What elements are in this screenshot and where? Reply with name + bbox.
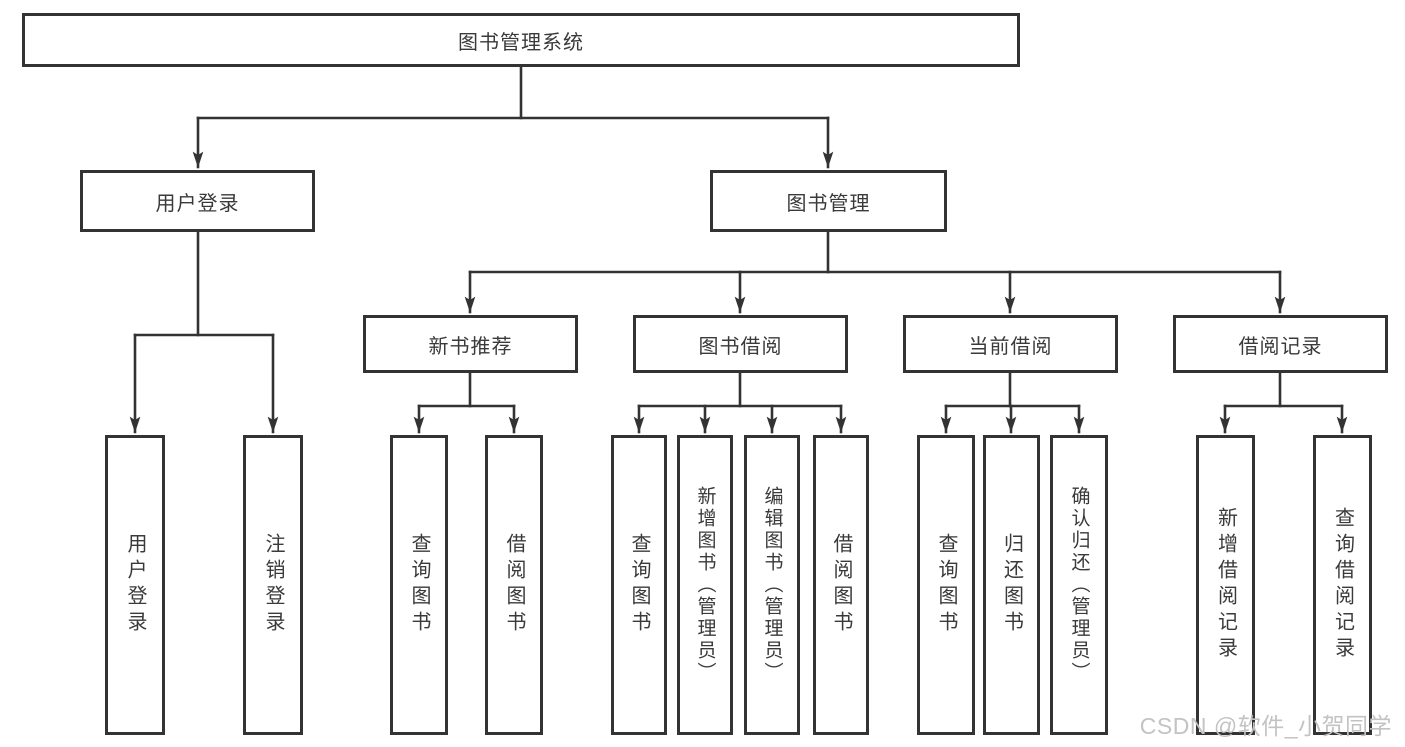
node-leaf-query-books-current: 查询图书: [917, 435, 975, 735]
node-library-management-system: 图书管理系统: [22, 13, 1020, 67]
node-leaf-logout: 注销登录: [243, 435, 303, 735]
node-new-book-recommend: 新书推荐: [363, 315, 578, 373]
node-leaf-query-books-recommend: 查询图书: [390, 435, 448, 735]
node-leaf-add-borrow-record: 新增借阅记录: [1196, 435, 1255, 735]
node-label: 确认归还（管理员）: [1068, 486, 1090, 684]
connector-borrow-record-children: [1219, 371, 1348, 434]
node-label: 图书借阅: [698, 335, 783, 358]
node-leaf-borrow-books-recommend: 借阅图书: [485, 435, 543, 735]
node-label: 当前借阅: [968, 335, 1053, 358]
connector-user-login-children: [129, 230, 279, 434]
node-label: 借阅图书: [830, 533, 852, 637]
node-label: 借阅记录: [1238, 335, 1323, 358]
node-label: 新增图书（管理员）: [694, 486, 716, 684]
node-leaf-user-login: 用户登录: [105, 435, 165, 735]
node-book-borrow: 图书借阅: [633, 315, 848, 373]
node-label: 查询图书: [935, 533, 957, 637]
node-label: 借阅图书: [503, 533, 525, 637]
node-user-login: 用户登录: [80, 170, 315, 232]
node-leaf-query-books-borrow: 查询图书: [611, 435, 667, 735]
node-label: 用户登录: [124, 533, 146, 637]
node-leaf-query-borrow-record: 查询借阅记录: [1313, 435, 1372, 735]
node-label: 图书管理: [786, 192, 871, 215]
node-label: 新书推荐: [428, 335, 513, 358]
csdn-watermark: CSDN @软件_小贺同学: [1139, 713, 1392, 739]
node-leaf-add-books-admin: 新增图书（管理员）: [677, 435, 733, 735]
node-leaf-return-books: 归还图书: [983, 435, 1040, 735]
connector-book-management-children: [464, 230, 1286, 314]
node-label: 归还图书: [1000, 533, 1023, 637]
node-leaf-edit-books-admin: 编辑图书（管理员）: [744, 435, 800, 735]
connector-root-to-level2: [192, 65, 834, 169]
node-current-borrow: 当前借阅: [903, 315, 1118, 373]
node-label: 图书管理系统: [458, 31, 584, 54]
connector-book-borrow-children: [633, 371, 847, 434]
node-book-management: 图书管理: [710, 170, 947, 232]
node-label: 编辑图书（管理员）: [761, 486, 783, 684]
node-label: 查询借阅记录: [1331, 507, 1354, 663]
node-leaf-borrow-books: 借阅图书: [813, 435, 869, 735]
node-borrow-record: 借阅记录: [1173, 315, 1388, 373]
node-label: 查询图书: [628, 533, 650, 637]
node-label: 查询图书: [408, 533, 430, 637]
node-leaf-confirm-return-admin: 确认归还（管理员）: [1050, 435, 1108, 735]
node-label: 新增借阅记录: [1214, 507, 1237, 663]
connector-current-borrow-children: [940, 371, 1085, 434]
node-label: 注销登录: [262, 533, 284, 637]
connector-new-book-children: [413, 371, 520, 434]
node-label: 用户登录: [155, 192, 240, 215]
